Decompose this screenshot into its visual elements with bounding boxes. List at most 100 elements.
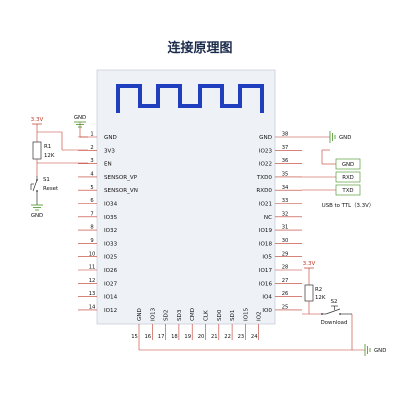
gnd-label-bottom-left: GND bbox=[31, 213, 43, 219]
bottom-pin-number: 19 bbox=[184, 334, 191, 340]
left-pin-label: GND bbox=[104, 135, 117, 141]
bottom-pin-label: SD1 bbox=[230, 309, 236, 321]
s2-name: S2 bbox=[331, 299, 338, 305]
left-pin-number: 13 bbox=[89, 291, 96, 297]
bottom-pin-number: 20 bbox=[198, 334, 205, 340]
right-pin-number: 29 bbox=[282, 251, 289, 257]
bottom-pin-label: CMD bbox=[190, 308, 196, 321]
left-pin-label: IO25 bbox=[104, 255, 118, 261]
bottom-pin-label: SD3 bbox=[177, 309, 183, 321]
vcc-label-download: 3.3V bbox=[303, 261, 316, 267]
right-pin-number: 31 bbox=[282, 225, 289, 231]
right-pin-number: 28 bbox=[282, 265, 289, 271]
right-pin-label: IO23 bbox=[259, 148, 273, 154]
right-pin-label: IO17 bbox=[259, 268, 273, 274]
right-pin-column: 38GND37IO2336IO2235TXD034RXD033IO2132NC3… bbox=[256, 132, 302, 314]
right-pin-number: 36 bbox=[282, 158, 289, 164]
right-pin-number: 37 bbox=[282, 145, 289, 151]
right-pin-label: IO21 bbox=[259, 202, 273, 208]
bottom-pin-number: 23 bbox=[238, 334, 245, 340]
module-body bbox=[96, 69, 276, 325]
bottom-pin-label: SD2 bbox=[164, 310, 170, 321]
left-pin-3: 3EN bbox=[78, 158, 112, 168]
usb-ttl-caption: USB to TTL（3.3V） bbox=[322, 202, 374, 209]
ttl-rxd-label: RXD bbox=[342, 175, 354, 181]
resistor-r1 bbox=[32, 141, 42, 160]
right-pin-number: 27 bbox=[282, 278, 289, 284]
right-pin-label: TXD0 bbox=[256, 175, 273, 181]
ttl-txd-label: TXD bbox=[341, 188, 353, 194]
left-pin-label: IO12 bbox=[104, 308, 117, 314]
gnd-symbol-bottom-left: GND bbox=[31, 204, 43, 219]
right-pin-number: 38 bbox=[282, 132, 289, 138]
gnd-label-bottom-right: GND bbox=[374, 348, 386, 354]
bottom-pin-19: 19 CMD bbox=[184, 308, 196, 340]
right-pin-number: 32 bbox=[282, 211, 289, 217]
bottom-pin-number: 15 bbox=[131, 334, 138, 340]
left-pin-number: 6 bbox=[90, 198, 93, 204]
usb-ttl-circuit: GND GND RXD TXD USB to TTL（3.3V） bbox=[302, 131, 374, 209]
gnd-label-top-right: GND bbox=[339, 135, 351, 141]
download-switch-s2 bbox=[321, 305, 352, 315]
right-pin-number: 35 bbox=[282, 172, 289, 178]
bottom-gnd-net: GND bbox=[138, 340, 386, 356]
r1-name: R1 bbox=[44, 144, 51, 150]
bottom-pin-label: SD0 bbox=[217, 309, 223, 321]
r2-value: 12K bbox=[315, 295, 326, 301]
r1-value: 12K bbox=[44, 153, 55, 159]
left-pin-number: 7 bbox=[90, 211, 93, 217]
bottom-pin-21: 21 SD0 bbox=[211, 309, 223, 340]
right-pin-label: RXD0 bbox=[256, 188, 272, 194]
right-pin-label: IO5 bbox=[262, 255, 272, 261]
right-pin-number: 34 bbox=[282, 185, 289, 191]
gnd-symbol-top-left: GND bbox=[74, 115, 86, 137]
left-pin-label: EN bbox=[104, 162, 112, 168]
bottom-pin-row: 15GND16IO1317SD218SD319CMD20CLK21SD022SD… bbox=[131, 307, 263, 340]
left-pin-number: 11 bbox=[89, 265, 96, 271]
right-pin-label: IO18 bbox=[259, 241, 273, 247]
left-pin-number: 10 bbox=[89, 251, 96, 257]
ttl-gnd-label: GND bbox=[342, 162, 354, 168]
left-pin-label: 3V3 bbox=[104, 148, 115, 154]
left-pin-number: 9 bbox=[90, 238, 93, 244]
left-pin-column: 1GND23V33EN4SENSOR_VP5SENSOR_VN6IO347IO3… bbox=[78, 132, 138, 314]
right-pin-number: 26 bbox=[282, 291, 289, 297]
left-pin-label: IO14 bbox=[104, 295, 118, 301]
bottom-pin-17: 17 SD2 bbox=[158, 310, 170, 340]
bottom-pin-number: 21 bbox=[211, 334, 218, 340]
gnd-symbol-top-right: GND bbox=[329, 131, 351, 143]
gnd-label-top-left: GND bbox=[74, 115, 86, 121]
download-circuit: 3.3V R2 12K S2 Download bbox=[302, 261, 353, 350]
right-pin-label: IO16 bbox=[259, 281, 273, 287]
left-pin-number: 4 bbox=[90, 172, 94, 178]
bottom-pin-number: 17 bbox=[158, 334, 165, 340]
resistor-r2 bbox=[304, 284, 314, 302]
right-pin-label: IO19 bbox=[259, 228, 273, 234]
ttl-txd-pin bbox=[335, 184, 361, 196]
bottom-pin-label: IO2 bbox=[257, 311, 263, 321]
s1-name: S1 bbox=[43, 177, 50, 183]
left-pin-label: IO32 bbox=[104, 228, 117, 234]
right-pin-label: IO0 bbox=[262, 308, 272, 314]
left-pin-label: IO33 bbox=[104, 241, 118, 247]
left-pin-number: 2 bbox=[90, 145, 93, 151]
right-pin-number: 25 bbox=[282, 305, 289, 311]
